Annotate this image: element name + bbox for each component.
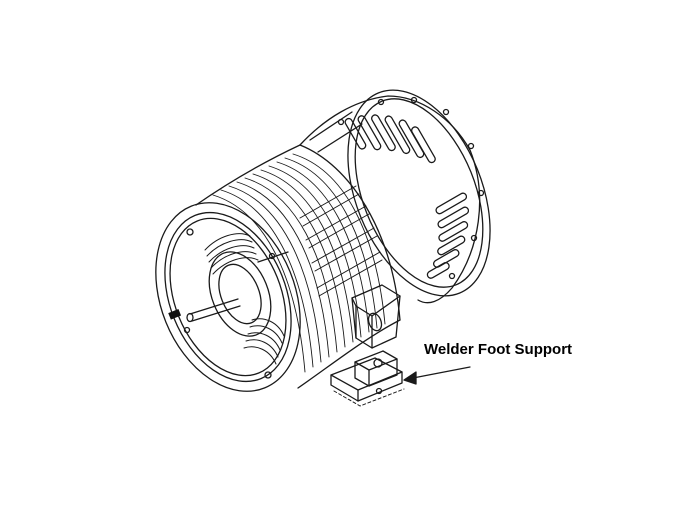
stator-mounting-bracket: [351, 284, 401, 349]
welder-foot-support-label: Welder Foot Support: [424, 341, 573, 358]
vent-housing: [299, 95, 481, 304]
vent-slots: [344, 114, 470, 279]
end-coil-lower: [243, 318, 285, 365]
rotor-shaft: [186, 251, 289, 323]
rear-flange: [337, 89, 491, 297]
front-end-ring: [155, 202, 301, 392]
end-coil-upper: [204, 233, 259, 275]
callout-arrow: [403, 366, 471, 385]
stator-core: [195, 144, 401, 389]
lamination-rings: [212, 153, 386, 373]
foot-bolt-hole: [373, 358, 383, 368]
welder-foot-support: [330, 350, 405, 407]
index-mark: [168, 308, 182, 320]
winding-bars: [299, 185, 383, 297]
rotor-assembly: [186, 233, 289, 365]
